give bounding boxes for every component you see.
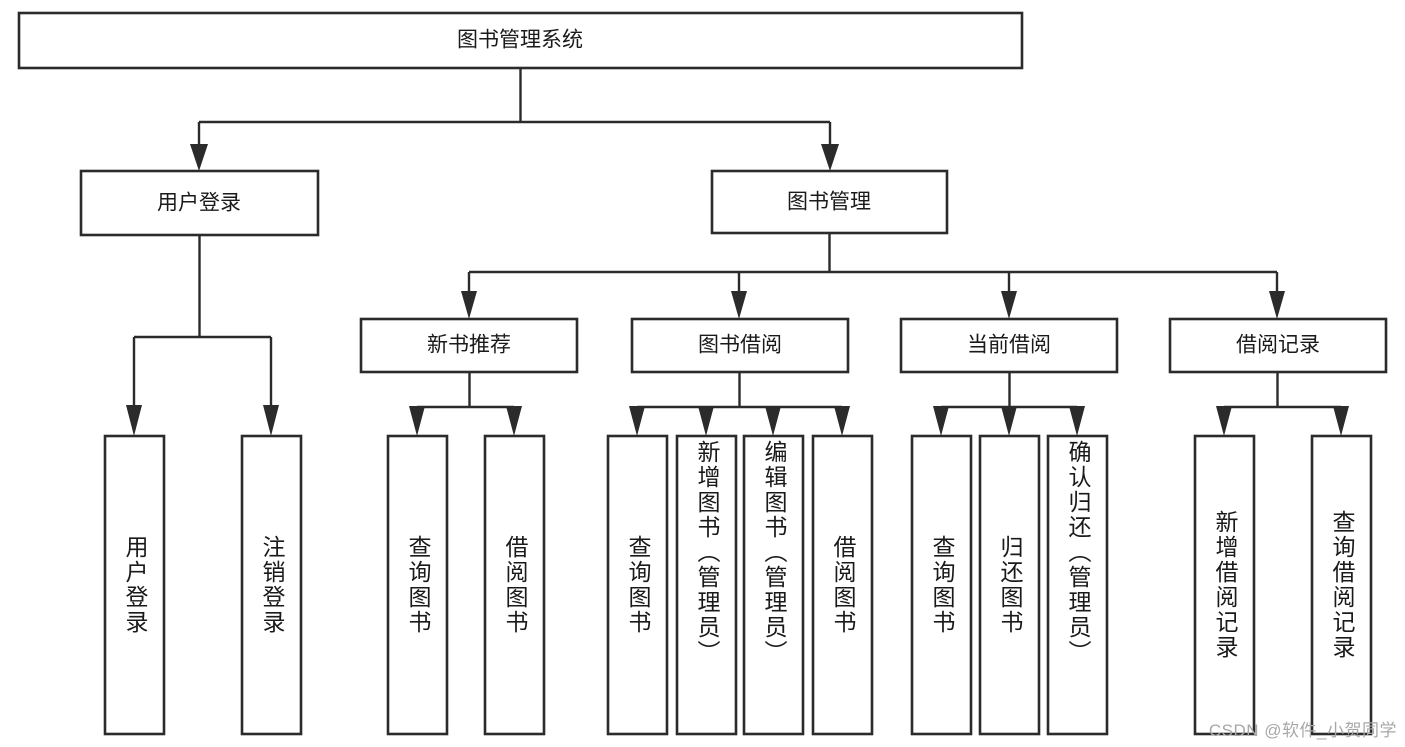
node-root-box[interactable] (17, 11, 1024, 70)
arrow-leaf-return-book (1001, 406, 1017, 436)
arrow-leaf-query-book-1 (409, 406, 425, 436)
watermark-text: CSDN @软件_小贺同学 (1208, 721, 1397, 740)
arrow-new-book-recommend (461, 291, 477, 319)
node-leaf-query-book-2-box[interactable] (606, 434, 669, 736)
arrow-leaf-add-book (698, 406, 714, 436)
node-leaf-query-record-box[interactable] (1310, 434, 1373, 736)
node-current-borrow-label: 当前借阅 (967, 334, 1051, 357)
node-leaf-query-book-3-box[interactable] (910, 434, 973, 736)
node-new-book-recommend-label: 新书推荐 (427, 334, 511, 357)
node-new-book-recommend-box[interactable] (359, 317, 579, 374)
arrow-book-borrow (731, 291, 747, 319)
arrow-leaf-borrow-book-1 (506, 406, 522, 436)
node-leaf-add-book-box[interactable] (675, 434, 738, 736)
arrow-book-manage (821, 144, 839, 171)
connector-group (126, 68, 1349, 436)
arrow-leaf-user-logout (263, 405, 279, 436)
arrow-leaf-query-record (1333, 406, 1349, 436)
arrow-leaf-confirm-return (1069, 406, 1085, 436)
node-book-borrow[interactable]: 图书借阅 (630, 317, 850, 374)
node-current-borrow[interactable]: 当前借阅 (899, 317, 1119, 374)
arrow-user-login (190, 144, 208, 171)
node-leaf-confirm-return-box[interactable] (1046, 434, 1109, 736)
arrow-leaf-add-record (1216, 406, 1232, 436)
arrow-leaf-borrow-book-2 (834, 406, 850, 436)
node-book-manage-box[interactable] (710, 169, 949, 235)
node-root-label: 图书管理系统 (457, 29, 583, 52)
node-user-login-box[interactable] (79, 169, 320, 237)
node-borrow-record-box[interactable] (1168, 317, 1388, 374)
node-current-borrow-box[interactable] (899, 317, 1119, 374)
arrow-leaf-edit-book (765, 406, 781, 436)
node-leaf-user-login-box[interactable] (103, 434, 166, 736)
arrow-current-borrow (1001, 291, 1017, 319)
node-root[interactable]: 图书管理系统 (17, 11, 1024, 70)
node-book-manage[interactable]: 图书管理 (710, 169, 949, 235)
arrow-leaf-query-book-3 (933, 406, 949, 436)
node-leaf-return-book-box[interactable] (978, 434, 1041, 736)
node-borrow-record[interactable]: 借阅记录 (1168, 317, 1388, 374)
node-borrow-record-label: 借阅记录 (1236, 334, 1320, 357)
node-book-borrow-box[interactable] (630, 317, 850, 374)
node-leaf-edit-book-box[interactable] (742, 434, 805, 736)
node-new-book-recommend[interactable]: 新书推荐 (359, 317, 579, 374)
node-leaf-add-record-box[interactable] (1193, 434, 1256, 736)
node-leaf-borrow-book-2-box[interactable] (811, 434, 874, 736)
arrow-borrow-record (1269, 291, 1285, 319)
node-leaf-borrow-book-1-box[interactable] (483, 434, 546, 736)
node-leaf-query-book-1-box[interactable] (386, 434, 449, 736)
arrow-leaf-user-login (126, 405, 142, 436)
node-book-borrow-label: 图书借阅 (698, 334, 782, 357)
arrow-leaf-query-book-2 (629, 406, 645, 436)
node-book-manage-label: 图书管理 (787, 191, 871, 214)
node-user-login-label: 用户登录 (157, 192, 241, 215)
node-user-login[interactable]: 用户登录 (79, 169, 320, 237)
node-leaf-user-logout-box[interactable] (240, 434, 303, 736)
